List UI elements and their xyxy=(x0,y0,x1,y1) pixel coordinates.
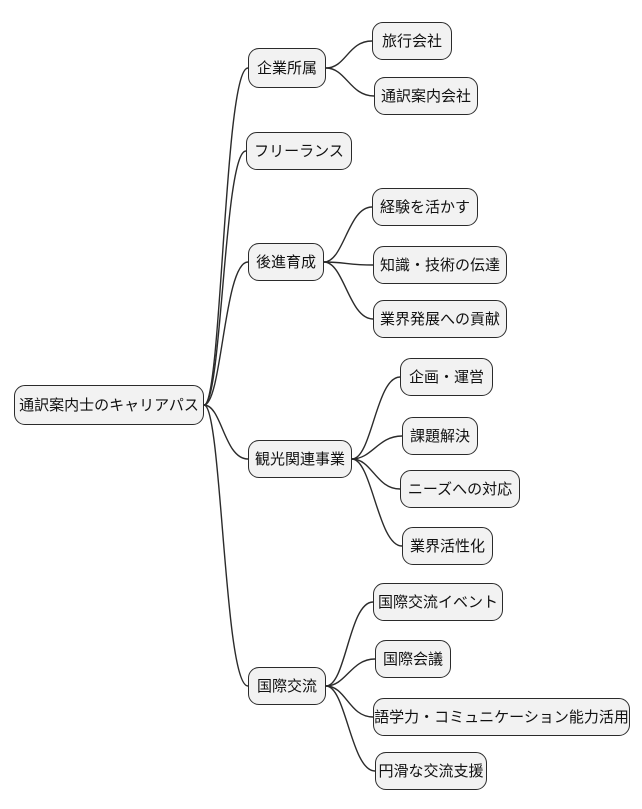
edge-intl-exchange-events xyxy=(325,601,374,687)
node-label: 課題解決 xyxy=(409,426,470,445)
edge-root-tourism-business xyxy=(203,404,249,460)
node-label: 後進育成 xyxy=(255,252,316,271)
leaf-knowledge-skill-transfer[interactable]: 知識・技術の伝達 xyxy=(373,246,507,284)
edge-root-international-exchange xyxy=(203,404,249,687)
leaf-interpreter-guide-company[interactable]: 通訳案内会社 xyxy=(374,77,478,115)
branch-training-successors[interactable]: 後進育成 xyxy=(248,243,324,281)
edge-root-freelance xyxy=(203,150,247,406)
node-label: 業界発展への貢献 xyxy=(379,309,500,328)
leaf-international-conferences[interactable]: 国際会議 xyxy=(375,640,451,678)
leaf-smooth-exchange-support[interactable]: 円滑な交流支援 xyxy=(375,752,487,790)
node-label: 国際会議 xyxy=(382,649,443,668)
edge-training-knowledge-transfer xyxy=(323,261,374,266)
edge-tourism-responding-needs xyxy=(351,458,401,490)
node-label: フリーランス xyxy=(254,141,344,160)
leaf-industry-development-contribution[interactable]: 業界発展への貢献 xyxy=(373,300,507,338)
leaf-international-exchange-events[interactable]: 国際交流イベント xyxy=(373,583,503,621)
edge-tourism-planning-operation xyxy=(351,376,401,460)
edge-root-company-affiliation xyxy=(203,67,249,406)
node-label: 企画・運営 xyxy=(408,367,484,386)
edge-intl-smooth-support xyxy=(325,685,376,772)
branch-company-affiliation[interactable]: 企業所属 xyxy=(248,48,326,88)
branch-international-exchange[interactable]: 国際交流 xyxy=(248,667,326,705)
node-label: 国際交流イベント xyxy=(377,592,498,611)
edge-training-use-experience xyxy=(323,206,373,263)
leaf-problem-solving[interactable]: 課題解決 xyxy=(402,417,478,455)
edge-tourism-problem-solving xyxy=(351,435,403,460)
edge-intl-conferences xyxy=(325,658,376,687)
node-label: 経験を活かす xyxy=(379,197,470,216)
node-label: 知識・技術の伝達 xyxy=(379,255,500,274)
node-label: 円滑な交流支援 xyxy=(378,761,484,780)
node-label: 通訳案内会社 xyxy=(380,86,471,105)
leaf-use-experience[interactable]: 経験を活かす xyxy=(372,188,478,226)
node-label: 通訳案内士のキャリアパス xyxy=(19,395,199,414)
node-label: 業界活性化 xyxy=(409,536,485,555)
branch-freelance[interactable]: フリーランス xyxy=(246,132,352,170)
edge-root-training-successors xyxy=(203,261,249,406)
node-root[interactable]: 通訳案内士のキャリアパス xyxy=(14,385,204,425)
edge-tourism-industry-revitalization xyxy=(351,458,403,547)
node-label: ニーズへの対応 xyxy=(407,479,513,498)
leaf-responding-to-needs[interactable]: ニーズへの対応 xyxy=(400,470,520,508)
node-label: 語学力・コミュニケーション能力活用 xyxy=(374,707,629,726)
branch-tourism-business[interactable]: 観光関連事業 xyxy=(248,440,352,478)
node-label: 企業所属 xyxy=(256,58,317,77)
leaf-travel-company[interactable]: 旅行会社 xyxy=(372,22,452,60)
edge-company-guide-company xyxy=(325,67,375,97)
edge-training-industry-contribution xyxy=(323,261,374,320)
node-label: 観光関連事業 xyxy=(254,449,345,468)
leaf-planning-operation[interactable]: 企画・運営 xyxy=(400,358,493,396)
node-label: 旅行会社 xyxy=(381,31,442,50)
edge-company-travel-company xyxy=(325,40,373,69)
leaf-language-communication-skills[interactable]: 語学力・コミュニケーション能力活用 xyxy=(373,698,630,736)
leaf-industry-revitalization[interactable]: 業界活性化 xyxy=(402,527,493,565)
edge-intl-language-skills xyxy=(325,685,374,718)
node-label: 国際交流 xyxy=(256,676,317,695)
